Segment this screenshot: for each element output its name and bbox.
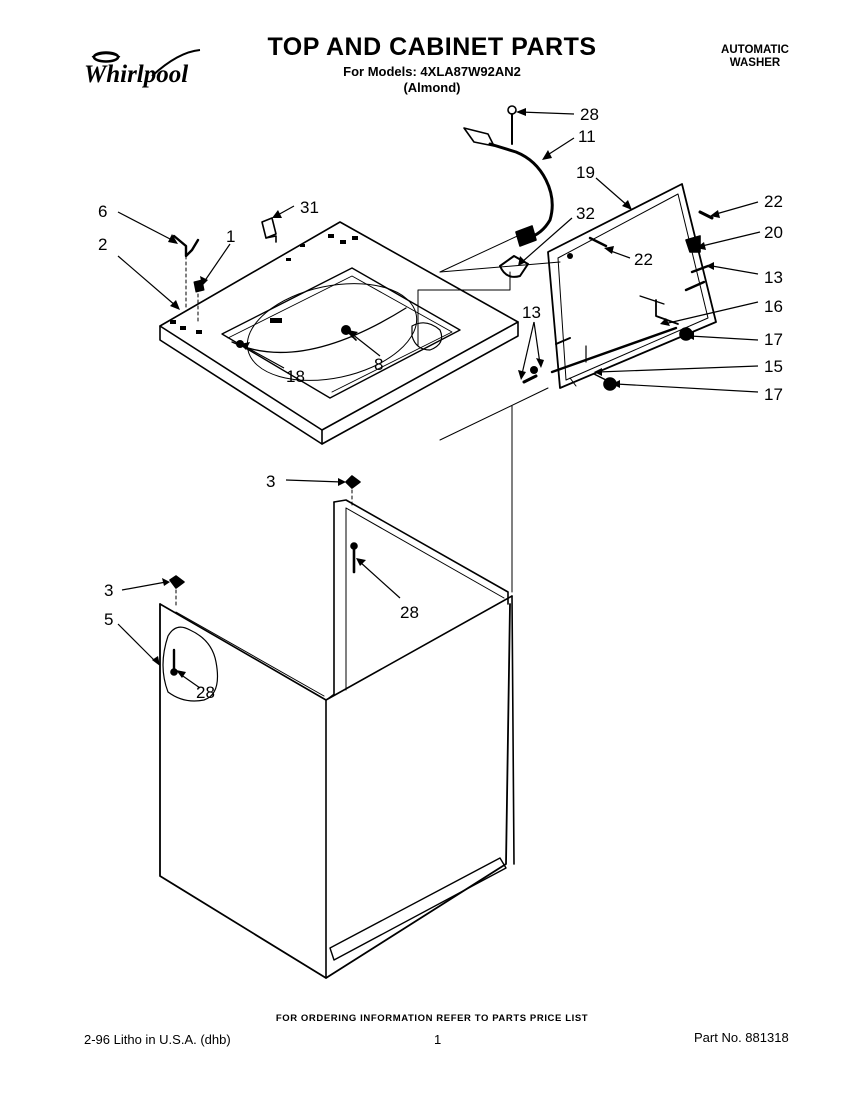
- part-31-graphic: [261, 217, 277, 239]
- brand-logo-graphic: Whirlpool: [84, 49, 201, 88]
- callout-31: 31: [300, 198, 319, 217]
- callout-17-upper: 17: [764, 330, 783, 349]
- washer-top: [159, 221, 519, 445]
- callout-16: 16: [764, 297, 783, 316]
- callout-5: 5: [104, 610, 113, 629]
- callout-28-front: 28: [196, 683, 215, 702]
- model-number-line: For Models: 4XLA87W92AN2: [343, 64, 521, 79]
- whirlpool-logo: Whirlpool: [82, 48, 214, 92]
- color-variant: (Almond): [403, 80, 461, 95]
- page-number: 1: [434, 1032, 442, 1047]
- callout-13-left: 13: [522, 303, 541, 322]
- callout-28-cabinet: 28: [400, 603, 419, 622]
- ordering-note: FOR ORDERING INFORMATION REFER TO PARTS …: [275, 1013, 589, 1024]
- callout-32: 32: [576, 204, 595, 223]
- callout-13-right: 13: [764, 268, 783, 287]
- print-info: 2-96 Litho in U.S.A. (dhb): [84, 1032, 231, 1047]
- part-6-graphic: [172, 234, 200, 258]
- product-type: AUTOMATIC WASHER: [700, 44, 810, 70]
- cutaway-patch: [162, 626, 219, 702]
- part-18-graphic: [231, 307, 407, 354]
- callout-19: 19: [576, 163, 595, 182]
- callout-2: 2: [98, 235, 107, 254]
- callout-20: 20: [764, 223, 783, 242]
- product-type-line1: AUTOMATIC: [721, 44, 789, 56]
- callout-1: 1: [226, 227, 235, 246]
- callout-11: 11: [578, 127, 596, 146]
- callout-6: 6: [98, 202, 107, 221]
- callout-22-right: 22: [764, 192, 783, 211]
- cabinet: [159, 405, 515, 979]
- callout-8: 8: [374, 355, 383, 374]
- part-32-graphic: [499, 255, 529, 278]
- product-type-line2: WASHER: [729, 57, 781, 69]
- lid-assembly: [547, 183, 717, 389]
- part-number: Part No. 881318: [694, 1030, 789, 1045]
- lid-switch-harness: [439, 105, 554, 273]
- callout-17-lower: 17: [764, 385, 783, 404]
- callout-15: 15: [764, 357, 783, 376]
- callout-3-cabinet-top: 3: [266, 472, 275, 491]
- callout-28-top: 28: [580, 105, 599, 124]
- page-title: TOP AND CABINET PARTS: [267, 33, 597, 61]
- svg-text:Whirlpool: Whirlpool: [84, 61, 188, 88]
- callout-22-lid: 22: [634, 250, 653, 269]
- callout-3-cabinet-front: 3: [104, 581, 113, 600]
- callout-18: 18: [286, 367, 305, 386]
